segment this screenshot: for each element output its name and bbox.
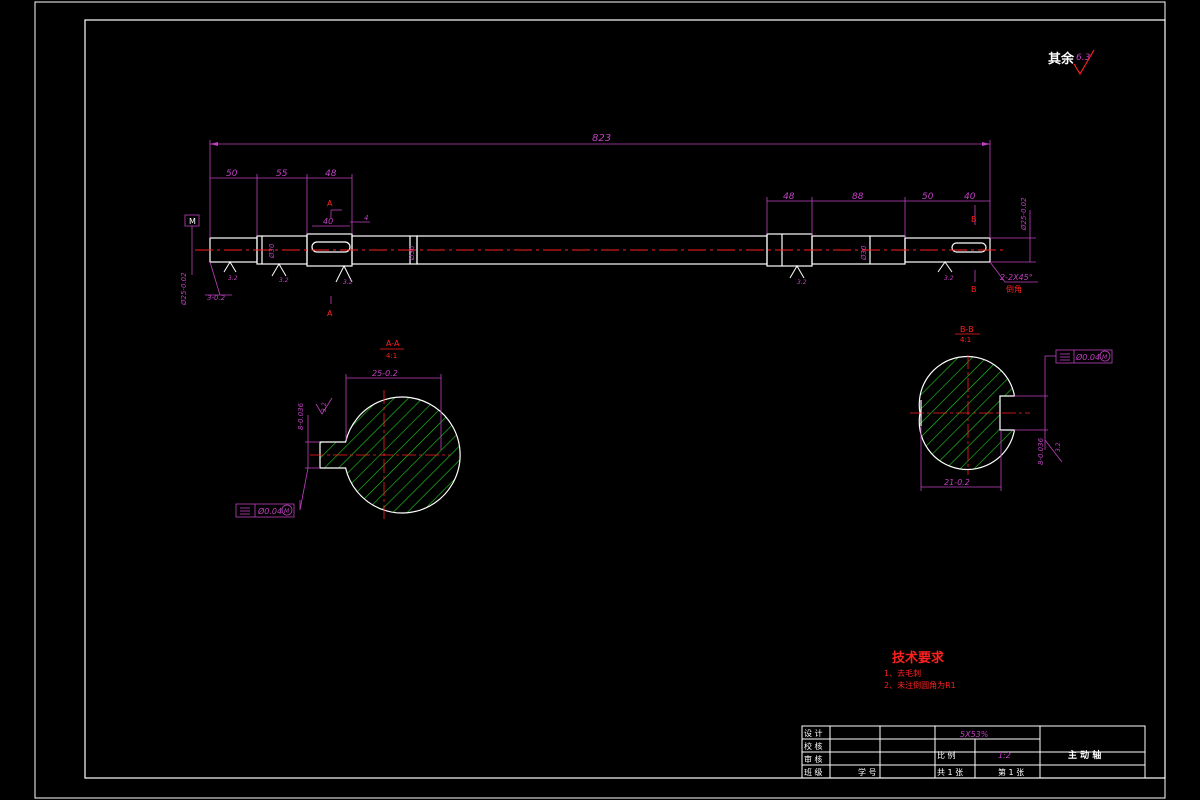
section-a-view: A-A 4:1 25-0.2 8-0.036 3.2 Ø0.04 (235, 339, 461, 520)
section-b-tol: Ø0.04 (1075, 352, 1100, 362)
section-a-bottom: A (327, 309, 333, 318)
dim-right-1: 48 (783, 192, 795, 202)
dim-key-left: 40 (323, 217, 333, 226)
section-a-key: 8-0.036 (297, 402, 305, 430)
section-a-top: A (327, 199, 333, 208)
diam-right-1: Ø30 (860, 245, 868, 261)
roughness-symbol-icon (1073, 49, 1095, 76)
title-sheet-total: 共 1 张 (937, 768, 963, 777)
tech-title: 技术要求 (892, 650, 945, 666)
inner-frame (84, 19, 1166, 779)
rough-left: 3.2 (228, 275, 238, 282)
rough-mid2: 3.2 (343, 279, 353, 286)
dim-left-2: 55 (276, 169, 288, 179)
section-b-bottom: B (971, 285, 977, 294)
dim-left-3: 48 (325, 169, 337, 179)
section-a-tol: Ø0.04 (257, 506, 282, 516)
diam-left-end: Ø25-0.02 (180, 272, 188, 306)
section-a-datum: M (284, 508, 290, 515)
section-b-view: B-B 4:1 21-0.2 8-0.036 3.2 Ø0.04 (910, 325, 1113, 491)
diam-right-end: Ø25-0.02 (1020, 197, 1028, 231)
shaft-segment-right-end (904, 237, 991, 263)
datum-label: M (189, 217, 196, 226)
diam-left-1: Ø30 (268, 243, 276, 259)
rough-right2: 3.2 (944, 275, 954, 282)
dim-right-2: 88 (852, 192, 864, 202)
rough-right1: 3.2 (797, 279, 807, 286)
chamfer-note: 倒角 (1006, 284, 1022, 294)
title-row-check: 校 核 (804, 741, 823, 751)
dim-key-small: 4 (364, 214, 368, 222)
section-b-title: B-B (960, 325, 974, 334)
section-b-tolerance-frame: Ø0.04 M (1055, 349, 1113, 364)
title-block: 5X53% 设 计 校 核 审 核 班 级 学 号 比 例 1:2 主 动 轴 … (801, 725, 1146, 779)
tech-item-2: 2、未注倒圆角为R1 (884, 680, 956, 690)
dim-right-3: 50 (922, 192, 934, 202)
diam-mid: Ø30 (408, 245, 416, 261)
technical-requirements: 技术要求 1、去毛刺 2、未注倒圆角为R1 (884, 650, 956, 690)
section-a-tolerance-frame: Ø0.04 M (235, 503, 295, 518)
rough-mid1: 3.2 (279, 277, 289, 284)
shaft-view: M 823 50 55 48 40 4 48 88 50 40 Ø25-0.02… (180, 133, 1038, 318)
section-a-width: 25-0.2 (372, 369, 398, 378)
tech-item-1: 1、去毛刺 (884, 668, 921, 678)
surface-label: 其余 (1048, 51, 1075, 67)
chamfer-dim: 2-2X45° (1000, 273, 1033, 282)
title-material: 5X53% (960, 730, 988, 739)
title-part-name: 主 动 轴 (1068, 749, 1101, 761)
section-a-scale: 4:1 (386, 352, 397, 360)
section-a-title: A-A (386, 339, 400, 348)
dim-overall: 823 (592, 133, 611, 144)
title-row-review: 审 核 (804, 754, 823, 764)
section-b-scale: 4:1 (960, 336, 971, 344)
section-b-rough: 3.2 (1055, 442, 1062, 452)
section-b-top: B (971, 215, 977, 224)
surface-roughness-note: 其余 6.3 (1048, 49, 1095, 76)
title-sheet-no: 第 1 张 (998, 767, 1024, 777)
keyway-left (311, 241, 351, 253)
section-b-key: 8-0.036 (1037, 437, 1045, 465)
title-row-class: 班 级 (804, 767, 823, 777)
dim-right-4: 40 (964, 192, 976, 202)
datum-box (184, 214, 200, 227)
title-scale-label: 比 例 (937, 750, 956, 760)
title-row-design: 设 计 (804, 728, 823, 738)
section-b-width: 21-0.2 (944, 478, 970, 487)
keyway-right (951, 242, 987, 253)
title-scale-value: 1:2 (998, 751, 1011, 760)
left-end-tol: 3-0.2 (207, 294, 226, 302)
section-b-datum: M (1102, 354, 1108, 361)
section-a-rough: 3.2 (321, 402, 328, 412)
dim-left-1: 50 (226, 169, 238, 179)
title-student-no: 学 号 (858, 767, 877, 777)
surface-value: 6.3 (1076, 53, 1091, 63)
